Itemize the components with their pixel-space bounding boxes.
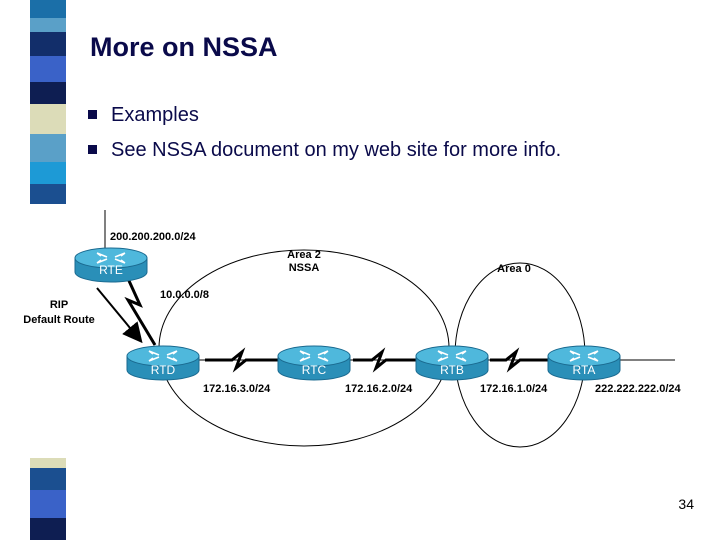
bullet-item: Examples bbox=[88, 104, 199, 127]
bullet-text: Examples bbox=[111, 104, 199, 126]
bullet-text: See NSSA document on my web site for mor… bbox=[111, 139, 562, 161]
top-decor-strip bbox=[30, 0, 66, 204]
serial-link-rtb-rta bbox=[490, 347, 550, 373]
router-rte-label: RTE bbox=[99, 263, 123, 277]
default-route-label: Default Route bbox=[23, 314, 95, 326]
router-rtc-label: RTC bbox=[302, 363, 327, 377]
rip-label: RIP bbox=[50, 299, 68, 311]
area0-label: Area 0 bbox=[497, 263, 531, 275]
area2-label: Area 2 bbox=[287, 249, 321, 261]
bullet-item: See NSSA document on my web site for mor… bbox=[88, 139, 561, 162]
network-label-10: 10.0.0.0/8 bbox=[160, 289, 209, 301]
bottom-decor-strip bbox=[30, 458, 66, 540]
serial-link-rte-rtd bbox=[123, 271, 157, 346]
router-rtc: RTC bbox=[277, 345, 351, 381]
serial-link-rtd-rtc bbox=[205, 347, 280, 373]
network-label-172-2: 172.16.2.0/24 bbox=[345, 383, 413, 395]
page-number: 34 bbox=[678, 496, 694, 512]
router-rta-label: RTA bbox=[573, 363, 596, 377]
bullet-square-icon bbox=[88, 145, 97, 154]
router-rtd-label: RTD bbox=[151, 363, 176, 377]
network-label-200: 200.200.200.0/24 bbox=[110, 231, 197, 243]
router-rte: RTE bbox=[74, 247, 148, 283]
network-label-172-1: 172.16.1.0/24 bbox=[480, 383, 548, 395]
router-rtb-label: RTB bbox=[440, 363, 464, 377]
bullet-square-icon bbox=[88, 110, 97, 119]
router-rta: RTA bbox=[547, 345, 621, 381]
network-label-222: 222.222.222.0/24 bbox=[595, 383, 682, 395]
network-label-172-3: 172.16.3.0/24 bbox=[203, 383, 271, 395]
rip-default-route-arrow bbox=[96, 287, 143, 344]
serial-link-rtc-rtb bbox=[353, 347, 418, 373]
slide-title: More on NSSA bbox=[90, 32, 278, 62]
area2-nssa-label: NSSA bbox=[289, 262, 320, 274]
router-rtb: RTB bbox=[415, 345, 489, 381]
router-rtd: RTD bbox=[126, 345, 200, 381]
